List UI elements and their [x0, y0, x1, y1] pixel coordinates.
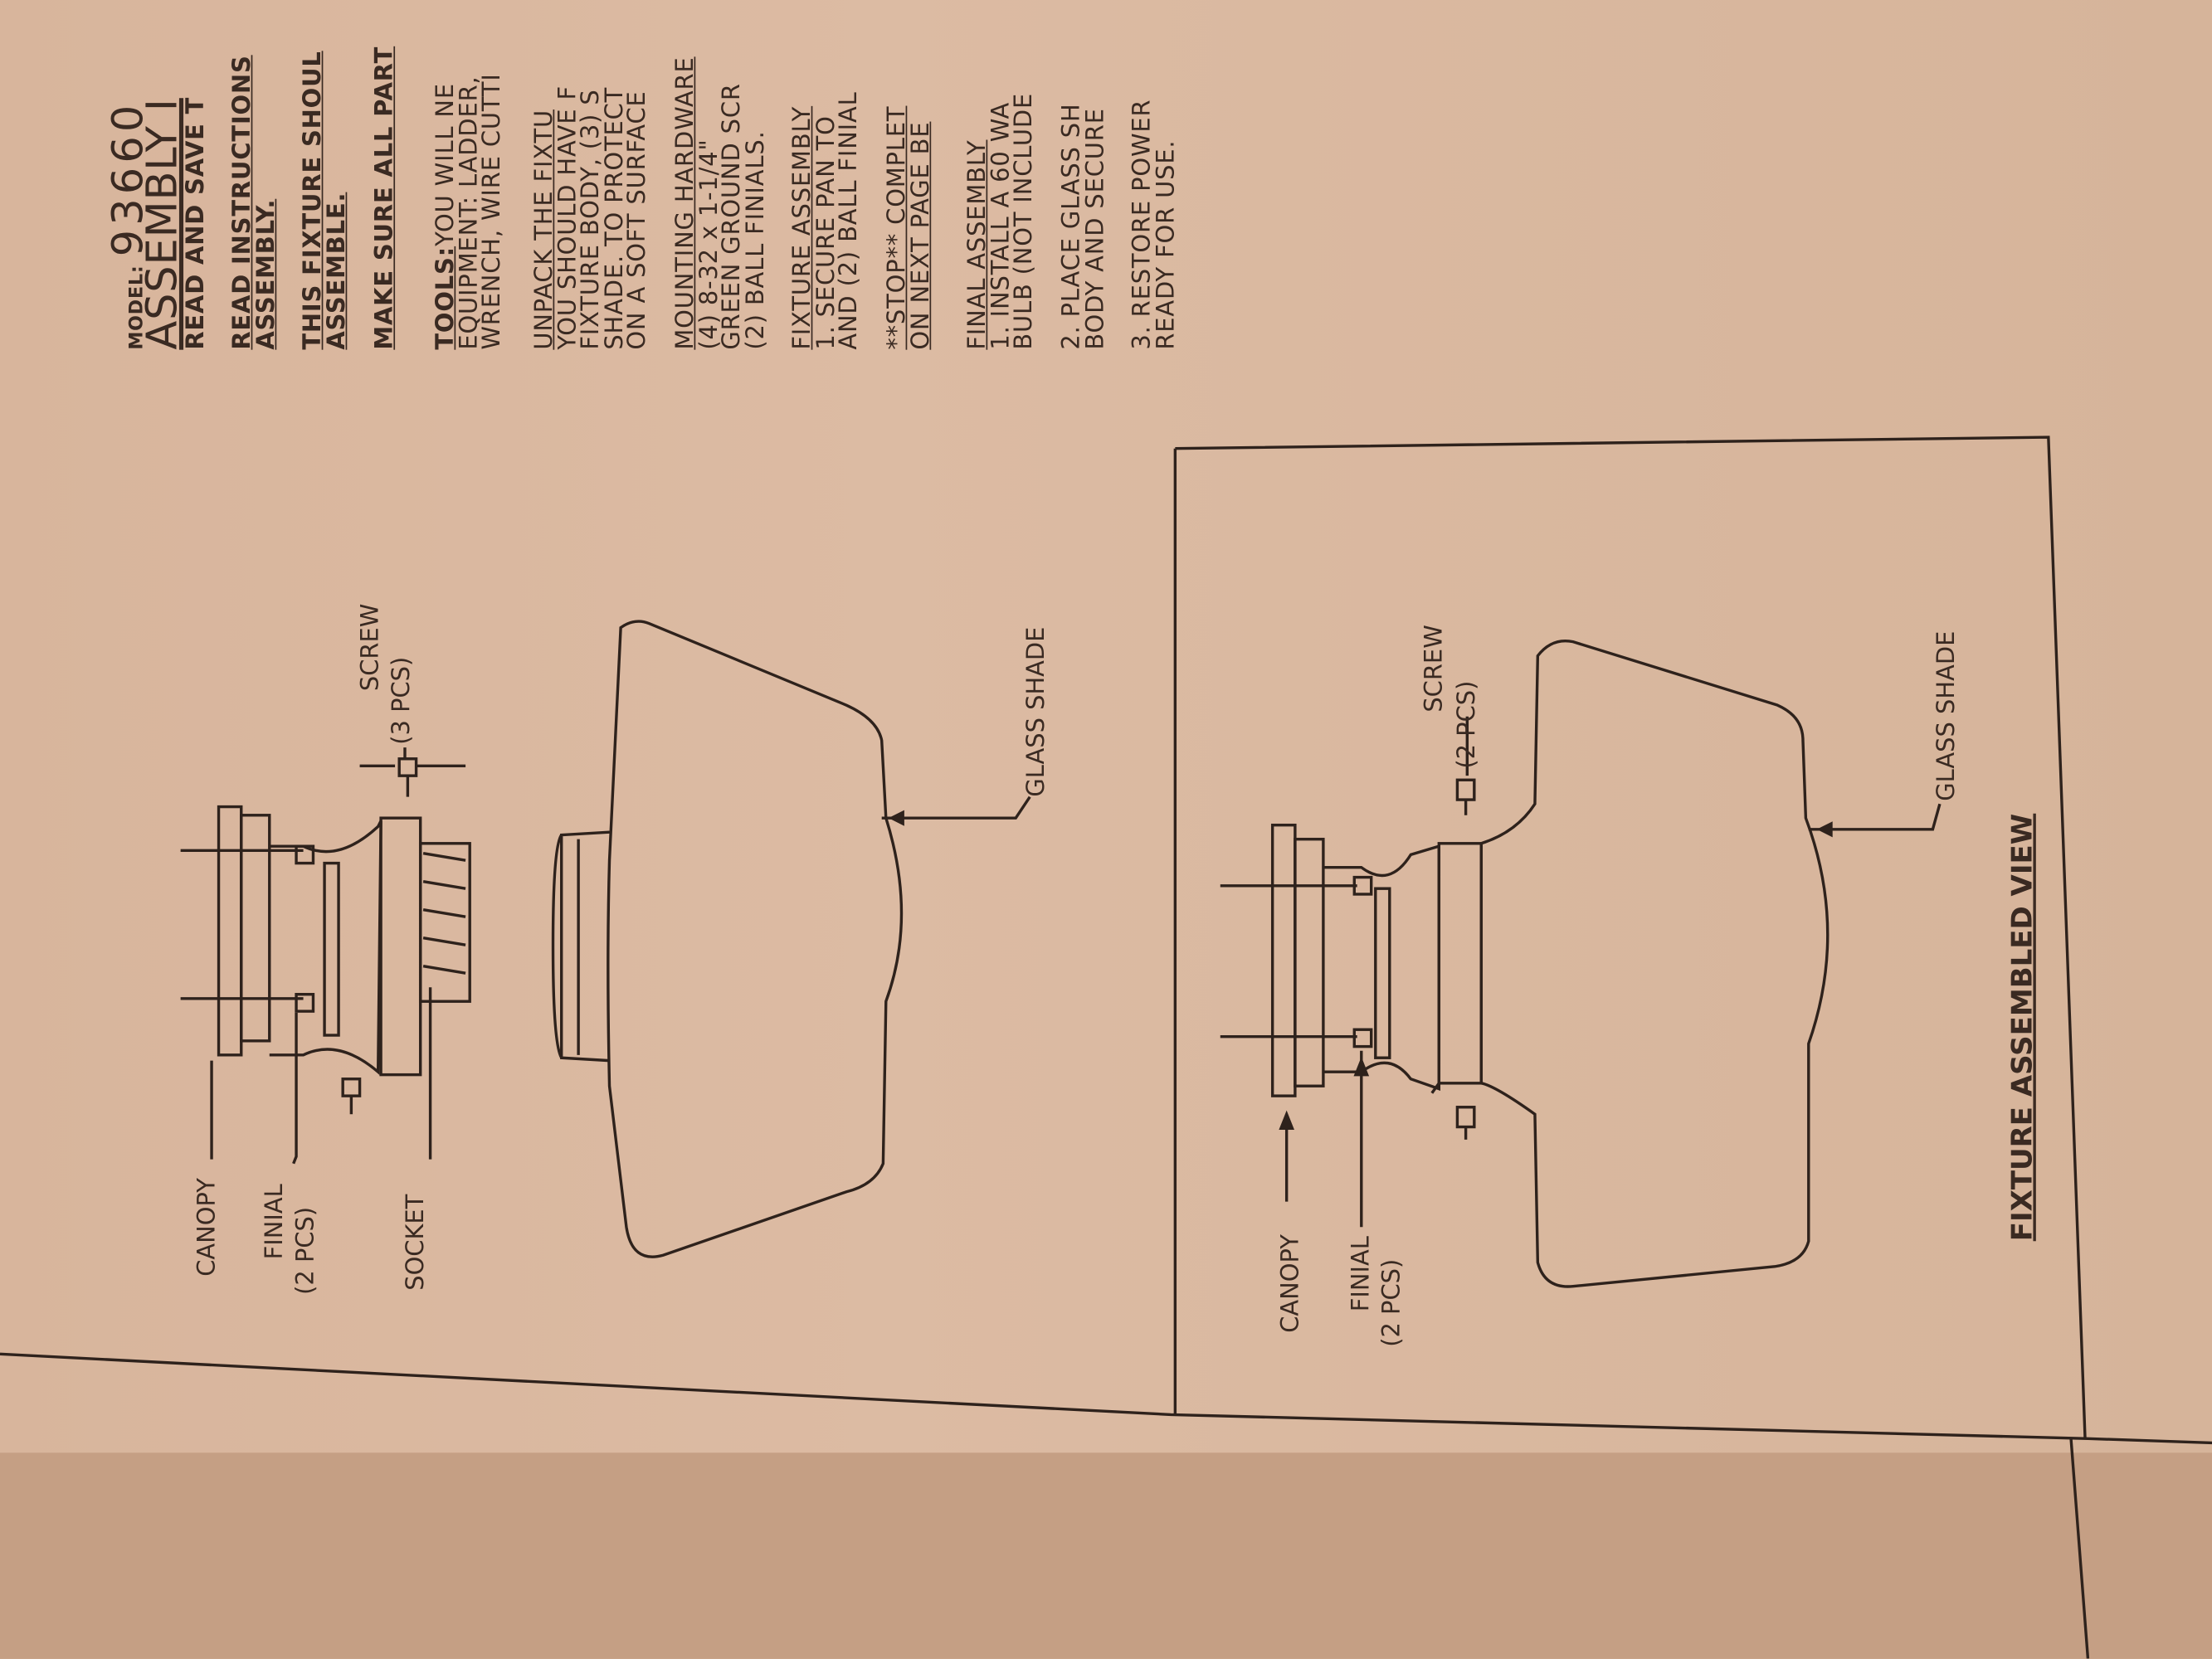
frame-line	[0, 1352, 2212, 1445]
label-finial-qty: (2 PCS)	[1377, 1259, 1406, 1347]
label-screw-qty: (3 PCS)	[387, 657, 415, 745]
label-socket: SOCKET	[401, 1194, 429, 1290]
label-canopy: CANOPY	[1275, 1234, 1303, 1333]
frame-line	[2069, 1438, 2090, 1659]
label-finial-qty: (2 PCS)	[290, 1207, 319, 1295]
label-screw-qty: (2 PCS)	[1452, 681, 1480, 769]
exploded-fixture-body	[180, 747, 471, 1115]
label-screw: SCREW	[1420, 625, 1448, 712]
label-glass-shade: GLASS SHADE	[1932, 631, 1960, 801]
label-finial: FINIAL	[1346, 1236, 1374, 1311]
label-screw: SCREW	[356, 604, 384, 691]
assembled-view-caption: FIXTURE ASSEMBLED VIEW	[2005, 814, 2039, 1242]
table-surface	[0, 1452, 2212, 1659]
label-finial: FINIAL	[260, 1184, 288, 1259]
shade-neck	[551, 830, 610, 1063]
assembled-glass-shade	[1479, 640, 1830, 1288]
assembled-fixture-body	[1220, 778, 1484, 1140]
label-canopy: CANOPY	[192, 1178, 220, 1277]
label-glass-shade: GLASS SHADE	[1021, 627, 1050, 797]
assembled-view-frame	[1173, 435, 2087, 1439]
exploded-glass-shade	[607, 620, 904, 1258]
